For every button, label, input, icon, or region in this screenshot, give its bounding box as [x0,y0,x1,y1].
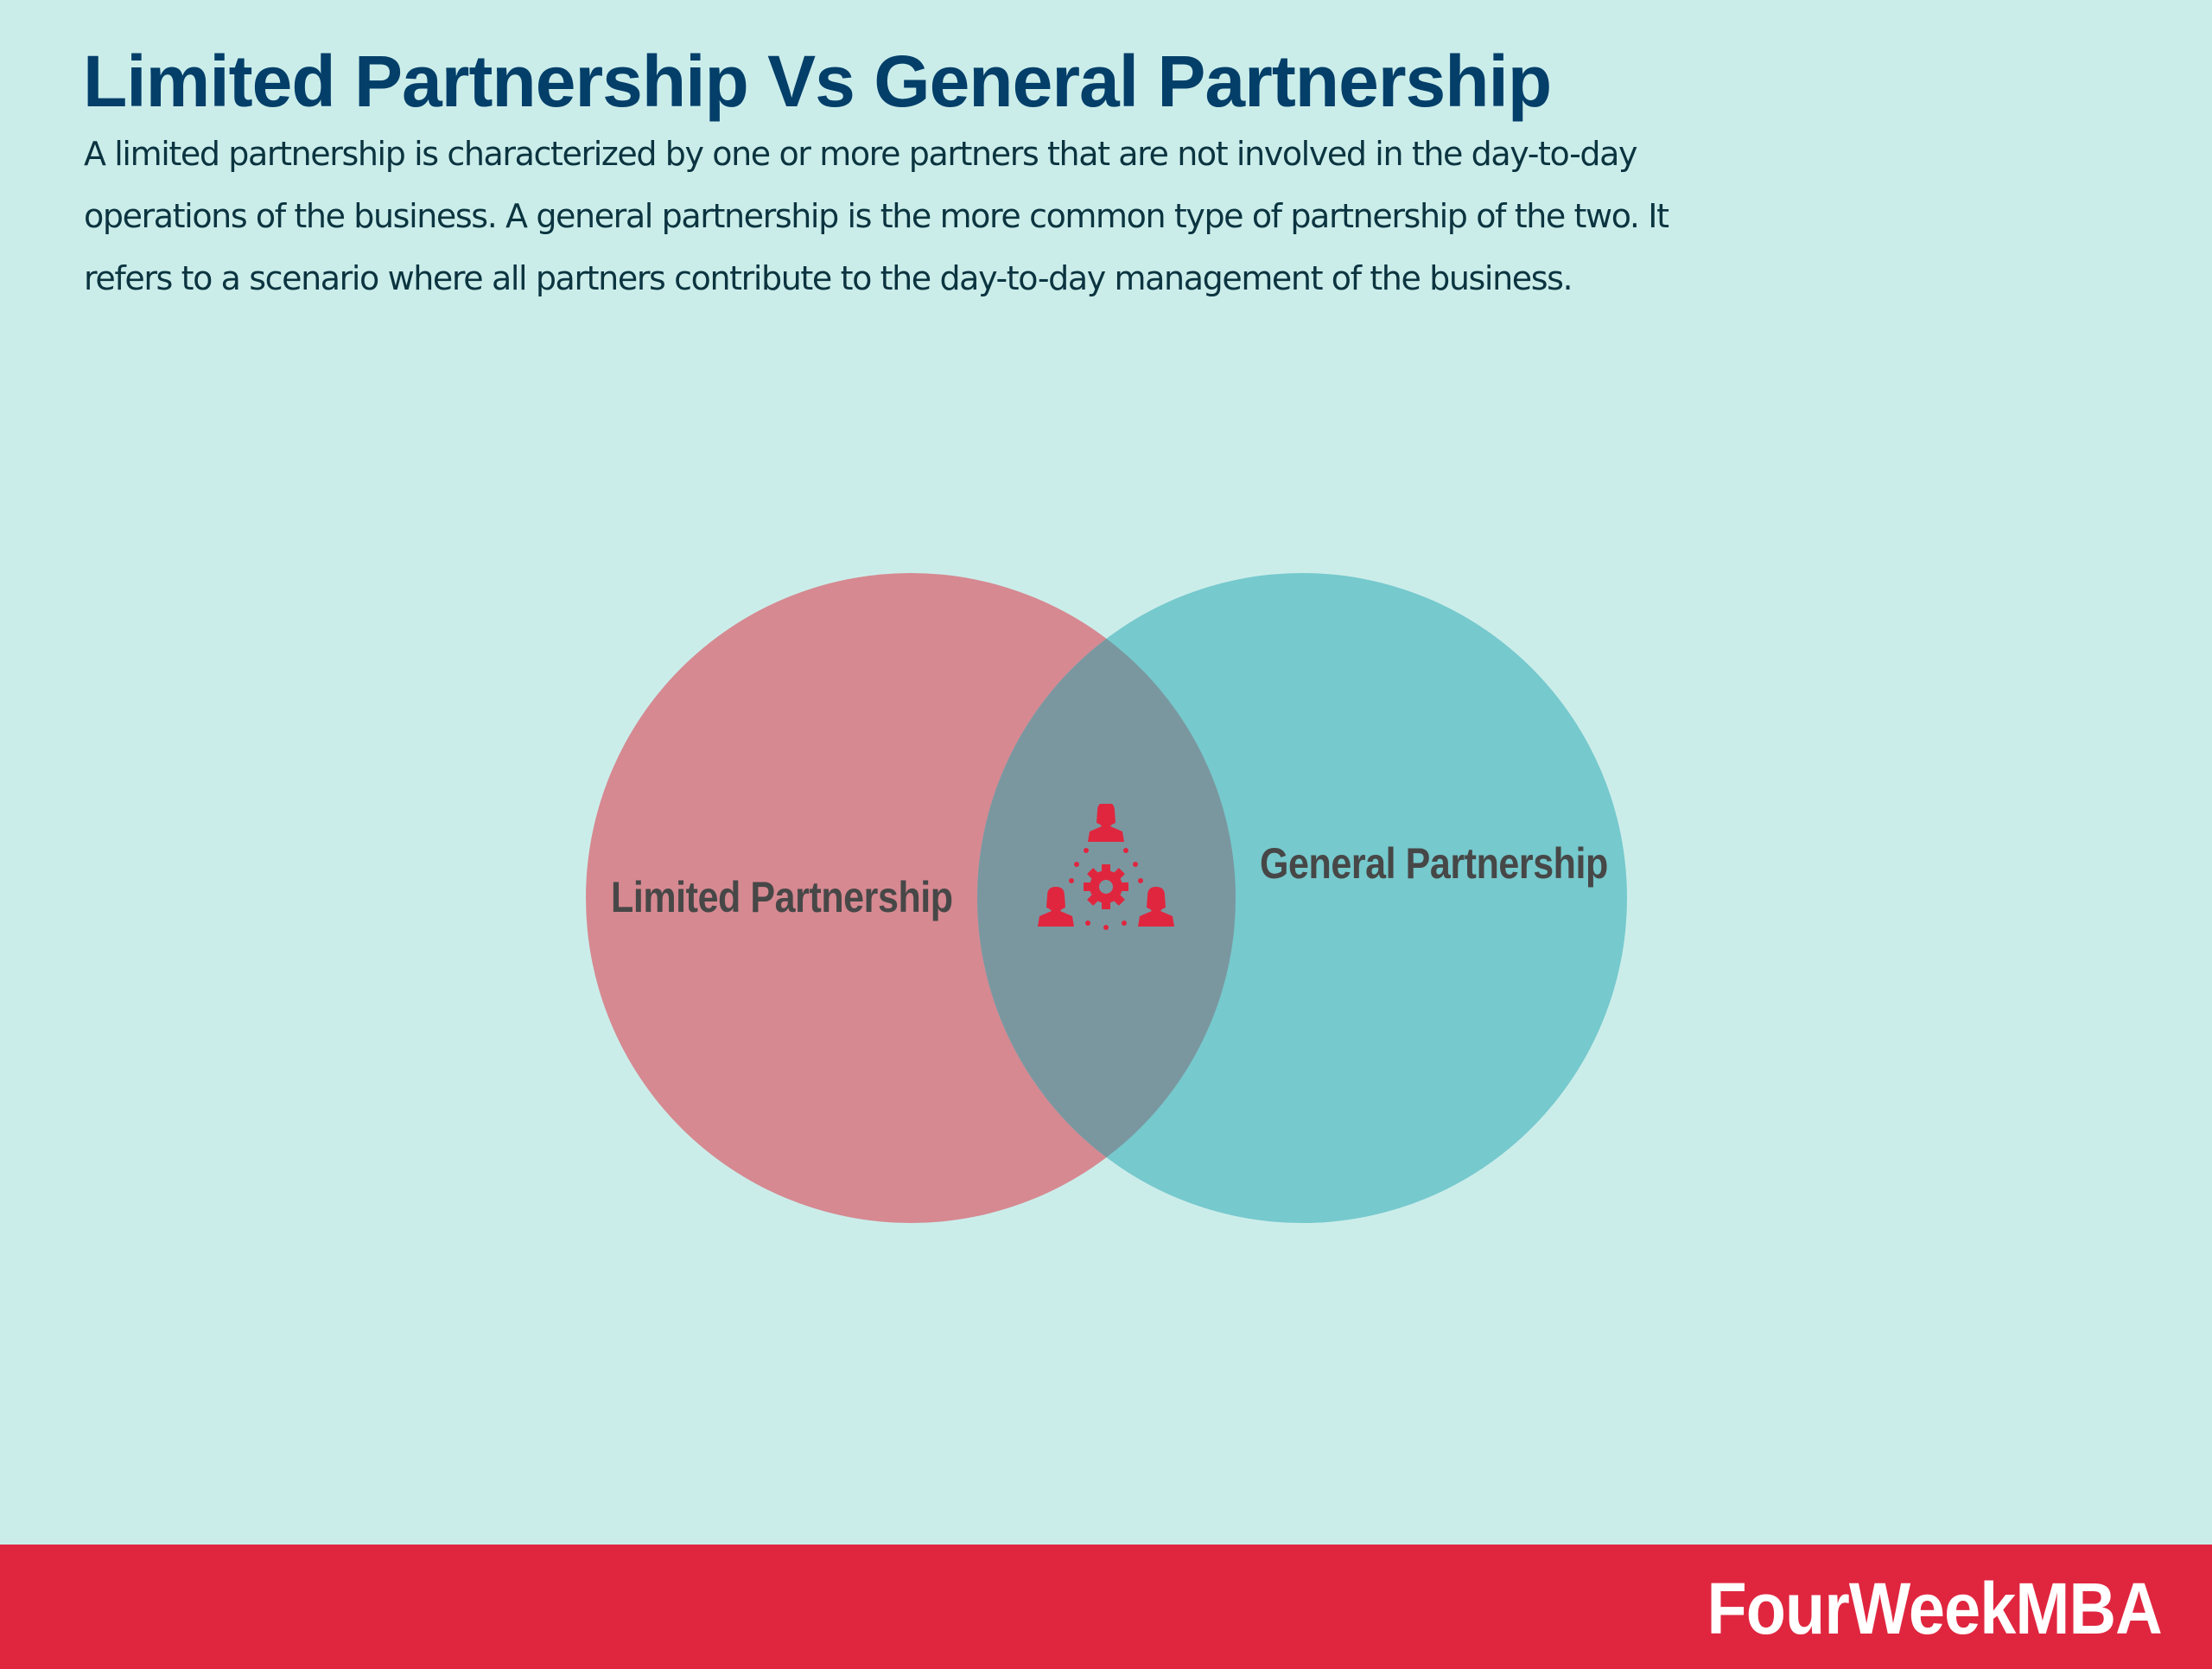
limited-partnership-label: Limited Partnership [611,873,953,921]
intersection-region [977,573,1236,1223]
description-line: operations of the business. A general pa… [84,197,1669,235]
general-partnership-label: General Partnership [1260,839,1608,888]
brand-logo: FourWeekMBA [1707,1568,2163,1649]
description: A limited partnership is characterized b… [84,123,1898,309]
description-line: refers to a scenario where all partners … [84,259,1573,297]
footer-bar: FourWeekMBA [0,1545,2212,1669]
page-title: Limited Partnership Vs General Partnersh… [83,41,1552,122]
team-gear-icon [1037,802,1175,933]
description-line: A limited partnership is characterized b… [84,135,1637,173]
